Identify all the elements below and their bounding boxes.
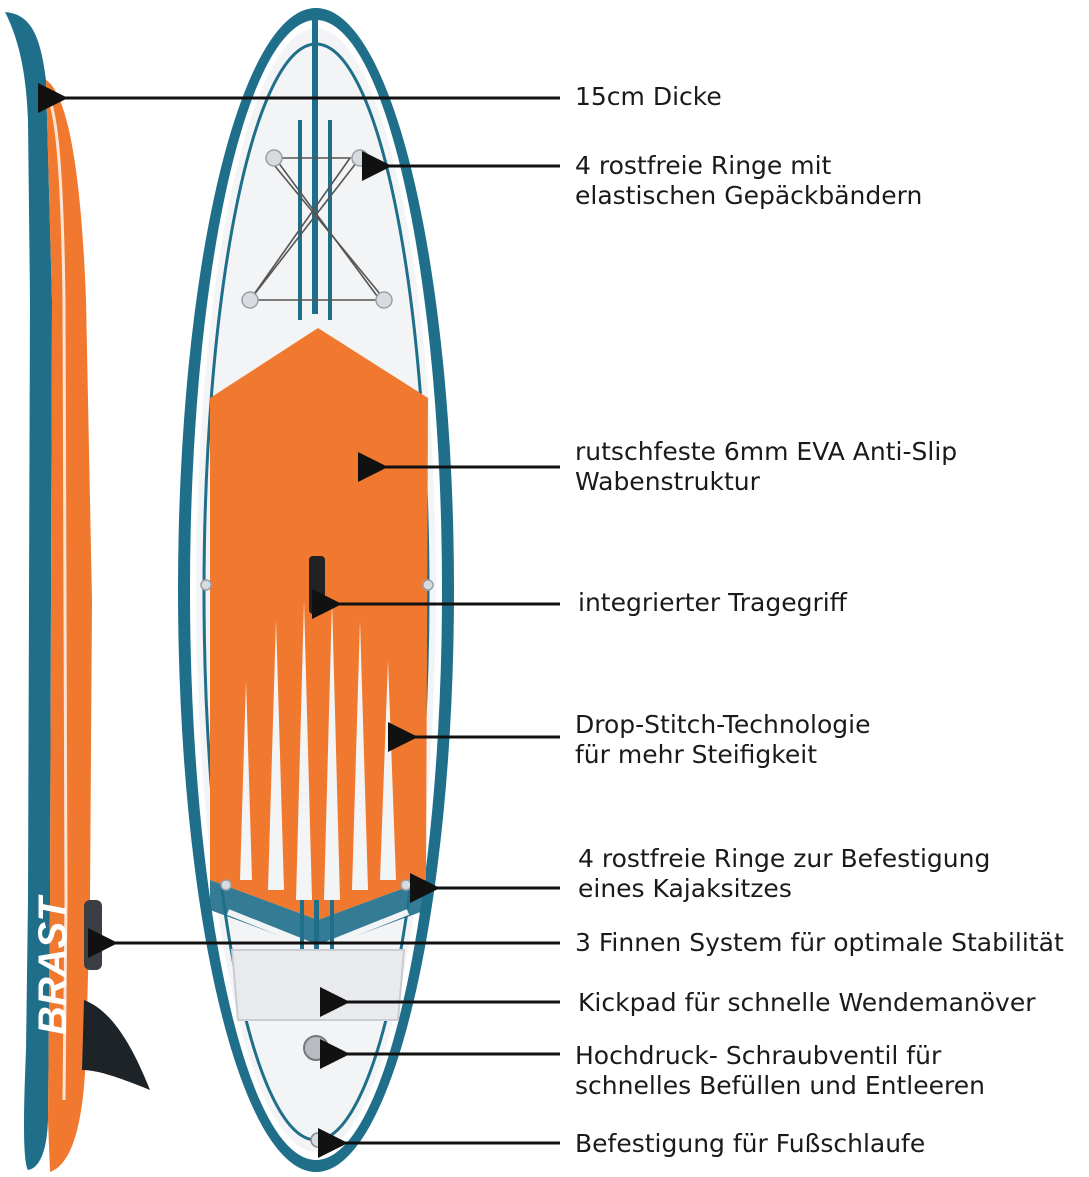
kickpad — [230, 949, 406, 1021]
callout-valve: Hochdruck- Schraubventil für schnelles B… — [575, 1041, 985, 1100]
callout-arrows — [38, 83, 560, 1158]
side-view-board: BRAST — [5, 12, 150, 1172]
pad-spikes — [240, 600, 396, 900]
nose-stripes — [298, 14, 332, 320]
callout-bungee-rings: 4 rostfreie Ringe mit elastischen Gepäck… — [575, 151, 923, 210]
callout-eva-pad: rutschfeste 6mm EVA Anti-Slip Wabenstruk… — [575, 437, 958, 496]
callout-drop-stitch: Drop-Stitch-Technologie für mehr Steifig… — [575, 710, 871, 769]
valve-icon — [303, 1035, 329, 1061]
top-view-board — [178, 8, 454, 1172]
callout-leash-ring: Befestigung für Fußschlaufe — [575, 1129, 926, 1158]
leash-ring — [310, 1132, 326, 1148]
callout-kayak-rings: 4 rostfreie Ringe zur Befestigung eines … — [578, 844, 991, 903]
side-view-rail-teal — [5, 12, 52, 1170]
side-rings — [200, 579, 434, 891]
side-view-small-fin — [84, 900, 102, 970]
deck-rings-front — [241, 149, 393, 309]
callout-kickpad: Kickpad für schnelle Wendemanöver — [578, 988, 1036, 1017]
side-view-brand-text: BRAST — [31, 894, 75, 1035]
carry-handle — [309, 556, 325, 614]
side-view-fin — [82, 1000, 150, 1090]
callout-fin-system: 3 Finnen System für optimale Stabilität — [575, 928, 1064, 957]
side-view-rail-orange — [46, 80, 92, 1172]
callout-thickness: 15cm Dicke — [575, 82, 722, 111]
callout-carry-handle: integrierter Tragegriff — [578, 588, 847, 617]
